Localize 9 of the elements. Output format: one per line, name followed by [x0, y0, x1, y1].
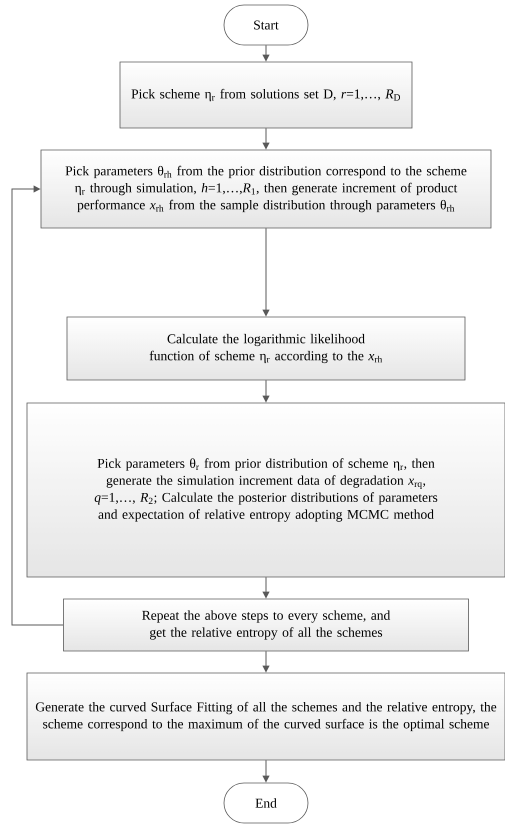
arrow [12, 185, 64, 626]
process-box: Generate the curved Surface Fitting of all the schemes and the relative entropy, the scheme correspond to the maximum of the curved surface is the optimal scheme [26, 672, 505, 760]
process-box: Pick parameters θ$_{rh}$ from the prior distribution correspond to the scheme η$_{r}$ through simulation, h=1,…,R$_{1}$, then generate increment of product performance x$_{rh}$ from the sample distribution through parameters θ$_{rh}$ [40, 150, 492, 228]
process-box: Pick parameters θ$_{r}$ from prior distribution of scheme η$_{r}$, then generate the simulation increment data of degradation x$_{rq}$, q=1,…, R$_{2}$; Calculate the posterior distributions of parameters and expectation of relative entropy adopting MCMC method [26, 402, 505, 578]
terminal-box: End [224, 782, 308, 824]
process-box: Calculate the logarithmic likelihood function of scheme η$_{r}$ according to the x$_{rh}$ [66, 316, 466, 380]
terminal-box: Start [224, 4, 308, 46]
process-box: Repeat the above steps to every scheme, and get the relative entropy of all the schemes [63, 598, 469, 652]
process-box: Pick scheme η$_{r}$ from solutions set D, r=1,…, R$_{D}$ [120, 62, 412, 128]
